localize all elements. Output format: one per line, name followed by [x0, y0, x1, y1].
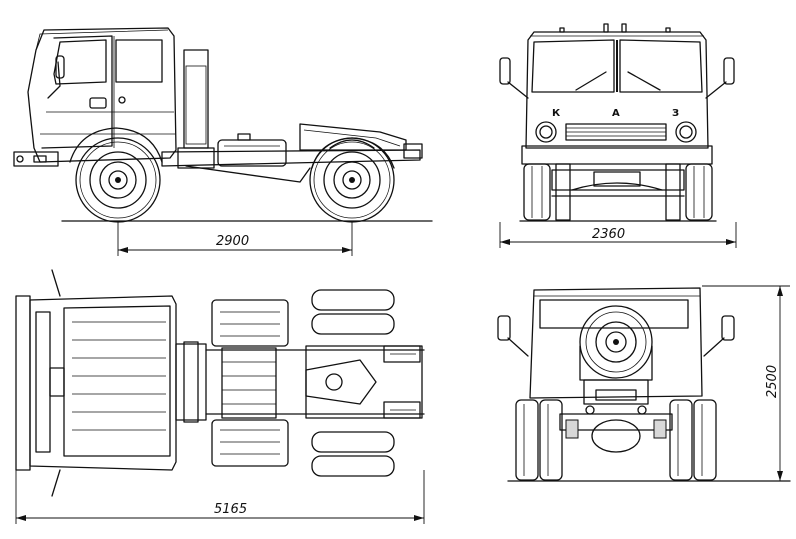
front-view: К А З 2360 — [499, 23, 737, 248]
overall-length-dimension-label: 5165 — [214, 502, 247, 517]
side-view: 2900 — [13, 27, 433, 256]
grille-letter-z: З — [672, 108, 679, 119]
grille-letter-a: А — [612, 108, 620, 119]
wheelbase-dimension-label: 2900 — [216, 234, 249, 249]
top-view: 5165 — [15, 269, 425, 524]
front-track-dimension-label: 2360 — [592, 227, 625, 242]
rear-view: 2500 — [497, 285, 791, 482]
overall-height-dimension-label: 2500 — [765, 365, 780, 398]
grille-letter-k: К — [552, 108, 561, 119]
